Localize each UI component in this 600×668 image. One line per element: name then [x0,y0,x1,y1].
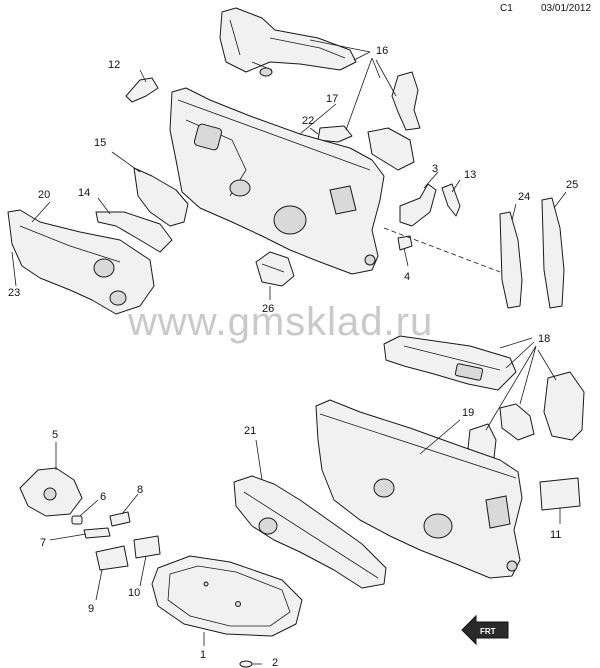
part-10-pad [133,535,161,559]
callout-6: 6 [100,491,106,503]
part-16-side-bracket [367,71,421,171]
callout-12: 12 [108,59,120,71]
callout-9: 9 [88,603,94,615]
callout-19: 19 [462,407,474,419]
part-2-grommet [239,660,253,668]
callout-labels: 1 2 3 4 5 6 7 8 9 10 11 12 13 14 15 16 1… [8,45,578,668]
part-13-bracket [441,183,461,217]
part-17-dash-panel [169,87,385,275]
callout-14: 14 [78,187,90,199]
watermark: www.gmsklad.ru [128,300,434,344]
part-26-cover [255,251,295,287]
callout-10: 10 [128,587,140,599]
part-14-strip [95,211,173,253]
callout-15: 15 [94,137,106,149]
part-11-pad [539,477,581,511]
part-16-upper-insulator [219,7,357,77]
callout-18: 18 [538,333,550,345]
part-24-strip [499,211,523,309]
part-9-pad [95,545,129,571]
callout-24: 24 [518,191,530,203]
diagram-code: C1 [500,3,513,14]
part-12-bracket [125,77,159,103]
callout-8: 8 [137,484,143,496]
callout-11: 11 [550,529,561,541]
callout-21: 21 [244,425,256,437]
frt-label: FRT [480,627,496,636]
part-25-strip [541,197,565,309]
part-15-panel [133,167,189,227]
callout-20: 20 [38,189,50,201]
diagram-date: 03/01/2012 [541,3,592,14]
callout-23: 23 [8,287,20,299]
callout-17: 17 [326,93,338,105]
part-7-pad [83,527,111,539]
callout-4: 4 [404,271,410,283]
callout-2: 2 [272,657,278,668]
callout-22: 22 [302,115,314,127]
part-8-pad [109,511,131,527]
part-4-clip [397,235,413,251]
part-22-clip [317,125,353,143]
callout-25: 25 [566,179,578,191]
callout-3: 3 [432,163,438,175]
callout-13: 13 [464,169,476,181]
callout-16: 16 [376,45,388,57]
part-3-bracket [399,183,437,227]
part-18-insulator [383,335,517,391]
leader-lines [11,39,567,665]
front-direction-arrow: FRT [461,614,509,646]
callout-26: 26 [262,303,274,315]
callout-5: 5 [52,429,58,441]
part-5-bracket [19,467,83,517]
part-1-mat [151,555,303,637]
part-20-insulator [7,209,155,315]
callout-1: 1 [200,649,206,661]
callout-7: 7 [40,537,46,549]
part-6-clip [71,515,83,525]
part-21-insulator [233,475,387,589]
part-19-dash-panel [315,399,523,579]
